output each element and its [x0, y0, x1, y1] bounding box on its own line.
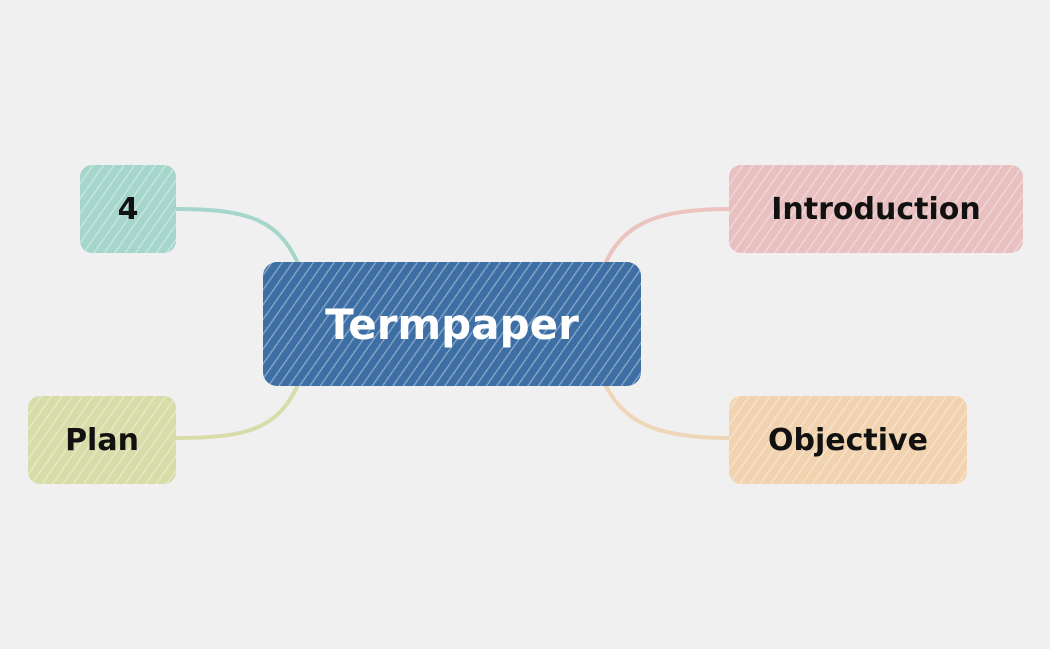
connector-objective: [604, 384, 731, 440]
connector-plan: [174, 378, 302, 440]
topic-label-introduction: Introduction: [771, 191, 981, 227]
connector-4: [174, 207, 302, 270]
topic-label-plan: Plan: [65, 422, 139, 458]
topic-node-plan[interactable]: Plan: [28, 396, 176, 484]
central-topic-label: Termpaper: [325, 299, 579, 349]
topic-node-introduction[interactable]: Introduction: [729, 165, 1023, 253]
topic-node-4[interactable]: 4: [80, 165, 176, 253]
topic-label-4: 4: [117, 191, 139, 227]
central-topic-node[interactable]: Termpaper: [263, 262, 641, 386]
connector-introduction: [604, 207, 731, 264]
topic-label-objective: Objective: [768, 422, 928, 458]
topic-node-objective[interactable]: Objective: [729, 396, 967, 484]
